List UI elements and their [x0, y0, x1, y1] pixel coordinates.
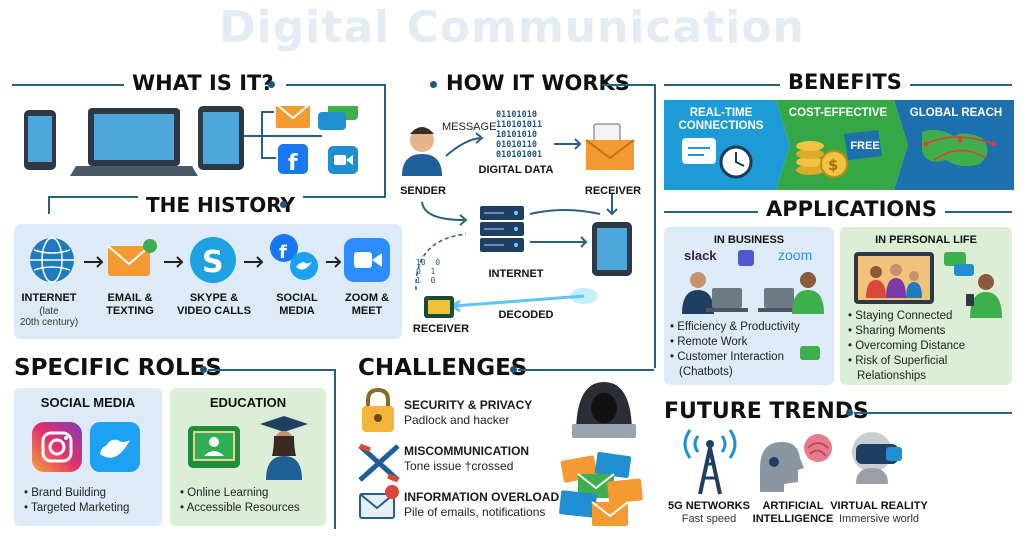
- history-sub-internet: (late 20th century): [19, 306, 79, 328]
- section-title-benefits: BENEFITS: [780, 72, 910, 93]
- divider: [12, 84, 124, 86]
- decoded-bits: 10 0 0 1 1 0: [416, 258, 441, 285]
- decoded-label: DECODED: [498, 309, 554, 321]
- connector-line: [334, 369, 336, 529]
- history-label-internet: INTERNET: [21, 292, 77, 304]
- section-title-future-trends: FUTURE TRENDS: [656, 401, 877, 423]
- divider: [286, 84, 386, 86]
- sender-label: SENDER: [400, 185, 446, 197]
- bullet-dot: [200, 366, 207, 373]
- personal-bullet: • Overcoming Distance: [848, 340, 966, 352]
- history-label-zoom: ZOOM & MEET: [345, 292, 389, 317]
- teams-icon: [738, 250, 754, 266]
- challenge-desc: Pile of emails, notifications: [404, 505, 546, 519]
- bullet-dot: [510, 366, 517, 373]
- challenge-desc: Tone issue †crossed: [404, 459, 514, 473]
- svg-text:f: f: [288, 151, 298, 176]
- future-icons: [670, 428, 1010, 498]
- bullet-dot: [846, 409, 853, 416]
- history-label-email: EMAIL & TEXTING: [106, 292, 154, 317]
- personal-bullet: • Staying Connected: [848, 310, 953, 322]
- challenge-illustrations: [556, 374, 648, 534]
- history-label-social: SOCIAL MEDIA: [276, 292, 318, 317]
- divider: [518, 369, 654, 371]
- devices-illustration: f: [22, 106, 362, 186]
- binary-digits: 01101010 110101011 10101010 01010110 010…: [496, 110, 543, 160]
- business-bullet: • Customer Interaction (Chatbots): [670, 351, 784, 378]
- svg-text:f: f: [279, 242, 287, 263]
- how-message-label: MESSAGE: [442, 121, 497, 133]
- personal-bullet: • Sharing Moments: [848, 325, 946, 337]
- future-title: VIRTUAL REALITY: [830, 500, 928, 512]
- zoom-brand: zoom: [778, 247, 813, 263]
- challenge-title: SECURITY & PRIVACY: [404, 398, 533, 412]
- business-bullets: • Efficiency & Productivity • Remote Wor…: [670, 320, 832, 380]
- divider: [664, 84, 780, 86]
- connector-line: [654, 84, 656, 368]
- benefit-label-real-time: REAL-TIME CONNECTIONS: [678, 107, 764, 132]
- history-icons: S f: [14, 232, 402, 292]
- challenge-desc: Padlock and hacker: [404, 413, 510, 427]
- divider: [854, 412, 1012, 414]
- business-bullet: • Efficiency & Productivity: [670, 321, 800, 333]
- role-social-bullet: • Targeted Marketing: [24, 502, 130, 514]
- divider: [602, 84, 654, 86]
- bullet-dot: [268, 81, 275, 88]
- future-title: ARTIFICIAL INTELLIGENCE: [752, 500, 834, 525]
- divider: [900, 84, 1012, 86]
- future-desc: Immersive world: [838, 513, 920, 525]
- business-illustration: [670, 268, 830, 318]
- svg-text:S: S: [202, 245, 224, 280]
- personal-bullets: • Staying Connected • Sharing Moments • …: [848, 309, 1008, 384]
- svg-text:$: $: [828, 156, 838, 174]
- app-personal-title: IN PERSONAL LIFE: [875, 234, 977, 246]
- app-business-title: IN BUSINESS: [713, 234, 785, 246]
- challenge-icons: [356, 388, 406, 528]
- divider: [208, 369, 334, 371]
- personal-illustration: [850, 250, 1006, 320]
- section-title-what-is-it: WHAT IS IT?: [124, 73, 282, 94]
- personal-bullet: • Risk of Superficial Relationships: [848, 355, 948, 382]
- receiver-top-label: RECEIVER: [584, 185, 642, 197]
- connector-line: [384, 84, 386, 196]
- how-it-works-diagram: [394, 110, 650, 340]
- role-social-bullet: • Brand Building: [24, 487, 107, 499]
- digital-data-label: DIGITAL DATA: [478, 164, 554, 176]
- role-education-bullet: • Online Learning: [180, 487, 269, 499]
- section-title-challenges: CHALLENGES: [350, 357, 536, 380]
- challenge-title: INFORMATION OVERLOAD: [404, 490, 560, 504]
- divider: [48, 196, 144, 198]
- chatbot-icon: [800, 346, 820, 360]
- future-desc: Fast speed: [681, 513, 737, 525]
- role-education-bullets: • Online Learning • Accessible Resources: [180, 486, 324, 516]
- section-title-specific-roles: SPECIFIC ROLES: [6, 357, 230, 380]
- role-social-bullets: • Brand Building • Targeted Marketing: [24, 486, 160, 516]
- connector-line: [48, 196, 50, 214]
- role-social-icons: [30, 420, 150, 476]
- divider: [664, 211, 760, 213]
- section-title-how-it-works: HOW IT WORKS: [438, 73, 638, 94]
- page-title: Digital Communication: [219, 2, 805, 53]
- benefit-label-global: GLOBAL REACH: [909, 107, 1003, 119]
- future-title: 5G NETWORKS: [668, 500, 750, 512]
- role-social-title: SOCIAL MEDIA: [40, 395, 136, 410]
- benefit-label-cost: COST-EFFECTIVE: [788, 107, 888, 119]
- bullet-dot: [430, 81, 437, 88]
- role-education-icons: [184, 414, 314, 480]
- section-title-applications: APPLICATIONS: [758, 199, 945, 220]
- role-education-bullet: • Accessible Resources: [180, 502, 300, 514]
- benefits-banner: $: [664, 100, 1014, 190]
- history-label-skype: SKYPE & VIDEO CALLS: [177, 292, 251, 317]
- bullet-dot: [280, 201, 287, 208]
- business-bullet: • Remote Work: [670, 336, 748, 348]
- receiver-bottom-label: RECEIVER: [412, 323, 470, 335]
- divider: [286, 196, 386, 198]
- divider: [920, 211, 1012, 213]
- free-badge: FREE: [850, 140, 880, 152]
- role-education-title: EDUCATION: [209, 395, 287, 410]
- slack-brand: slack: [684, 248, 717, 263]
- internet-label: INTERNET: [488, 268, 544, 280]
- challenge-title: MISCOMMUNICATION: [404, 444, 530, 458]
- section-title-history: THE HISTORY: [138, 195, 304, 215]
